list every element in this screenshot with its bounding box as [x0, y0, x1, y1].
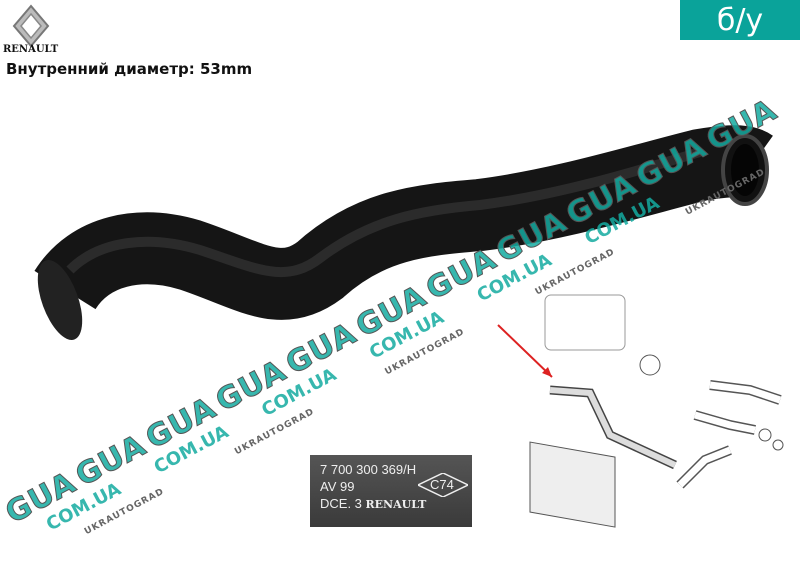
inner-diameter-spec: Внутренний диаметр: 53mm — [6, 60, 253, 78]
part-number-label: 7 700 300 369/H AV 99 DCE. 3 RENAULT C74 — [310, 455, 472, 527]
brand-name: RENAULT — [3, 44, 59, 55]
renault-logo-icon — [12, 4, 50, 48]
assembly-diagram — [497, 294, 784, 528]
part-engine: DCE. 3 — [320, 496, 362, 511]
part-av: AV 99 — [320, 479, 355, 494]
code-diamond: C74 — [416, 472, 470, 498]
part-brand: RENAULT — [365, 498, 427, 511]
part-code: C74 — [430, 477, 454, 492]
hose-photo — [34, 125, 773, 340]
condition-badge: б/у — [680, 0, 800, 40]
part-number: 7 700 300 369/H — [320, 462, 417, 477]
